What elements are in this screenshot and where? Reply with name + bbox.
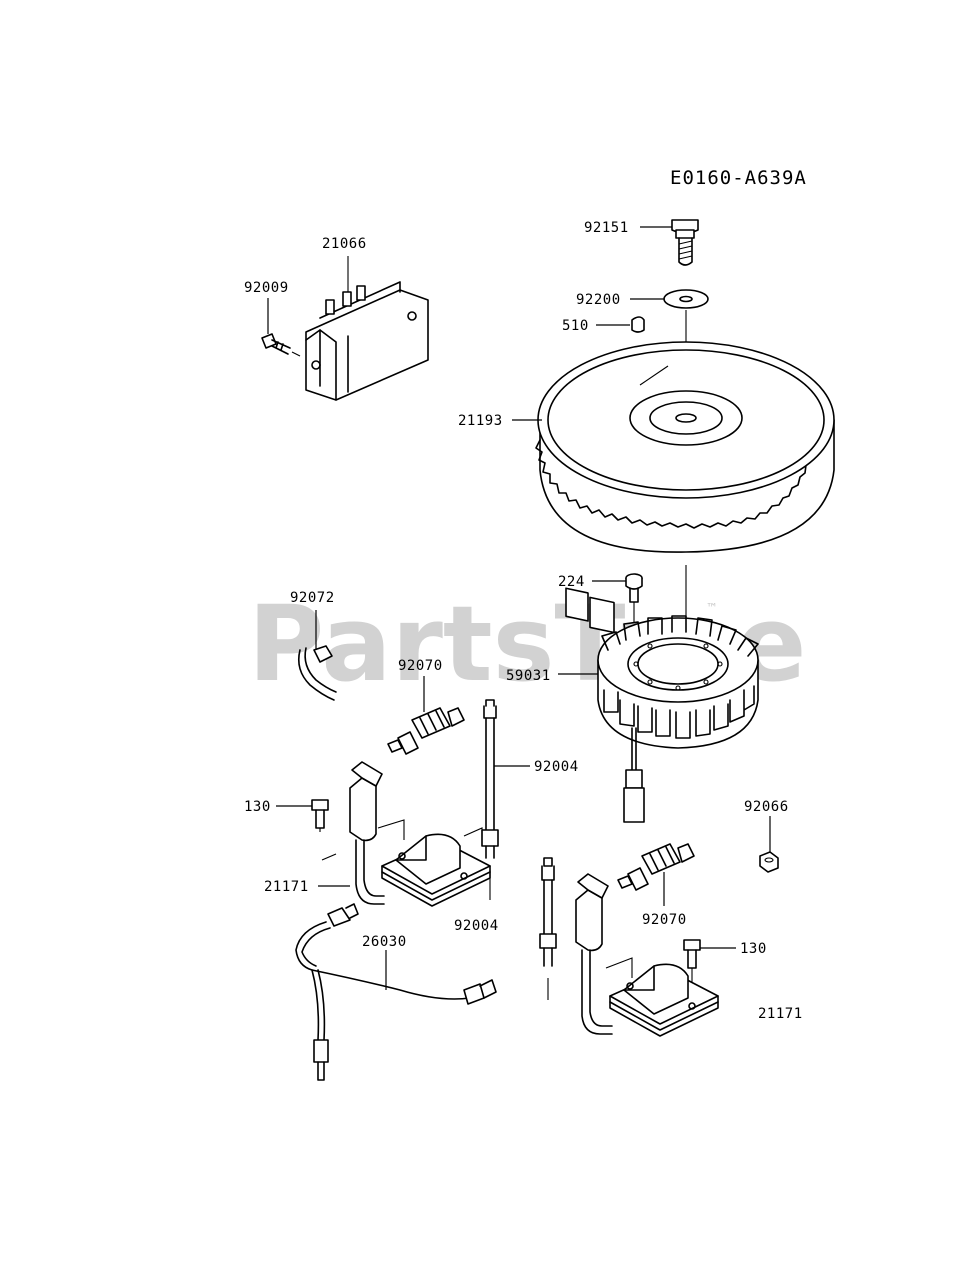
bolt-92151-drawing <box>671 219 699 266</box>
part-label-92151: 92151 <box>584 220 629 236</box>
spark-plug-92070-b-drawing <box>617 843 695 891</box>
spark-plug-92070-a-drawing <box>387 707 465 755</box>
flywheel-21193-drawing <box>535 341 835 634</box>
screw-224-drawing <box>625 573 643 622</box>
part-label-92072: 92072 <box>290 590 335 606</box>
part-label-130-a: 130 <box>244 799 271 815</box>
part-label-92070-b: 92070 <box>642 912 687 928</box>
nut-92066-drawing <box>759 851 779 873</box>
part-label-92004-a: 92004 <box>534 759 579 775</box>
watermark-trademark: ™ <box>706 601 718 615</box>
part-label-130-b: 130 <box>740 941 767 957</box>
part-label-92009: 92009 <box>244 280 289 296</box>
part-label-92004-b: 92004 <box>454 918 499 934</box>
part-label-92070-a: 92070 <box>398 658 443 674</box>
stator-59031-drawing <box>597 615 759 823</box>
part-label-21193: 21193 <box>458 413 503 429</box>
lead-92004-a-drawing <box>481 699 499 900</box>
lead-92004-b-drawing <box>539 857 557 1000</box>
ignition-coil-21171-a-drawing <box>321 761 491 907</box>
washer-92200-drawing <box>663 289 709 309</box>
part-label-92066: 92066 <box>744 799 789 815</box>
clip-92072-drawing <box>297 645 337 701</box>
part-label-92200: 92200 <box>576 292 621 308</box>
regulator-21066-drawing <box>305 256 429 401</box>
part-label-21171-b: 21171 <box>758 1006 803 1022</box>
screw-92009-drawing <box>261 333 301 357</box>
screw-130-b-drawing <box>683 939 701 992</box>
part-label-26030: 26030 <box>362 934 407 950</box>
screw-130-a-drawing <box>311 799 329 832</box>
part-label-21171-a: 21171 <box>264 879 309 895</box>
key-510-drawing <box>631 316 645 333</box>
diagram-code: E0160-A639A <box>670 167 807 189</box>
harness-26030-drawing <box>295 903 497 1081</box>
part-label-510: 510 <box>562 318 589 334</box>
part-label-59031: 59031 <box>506 668 551 684</box>
part-label-21066: 21066 <box>322 236 367 252</box>
ignition-coil-21171-b-drawing <box>575 873 719 1037</box>
part-label-224: 224 <box>558 574 585 590</box>
